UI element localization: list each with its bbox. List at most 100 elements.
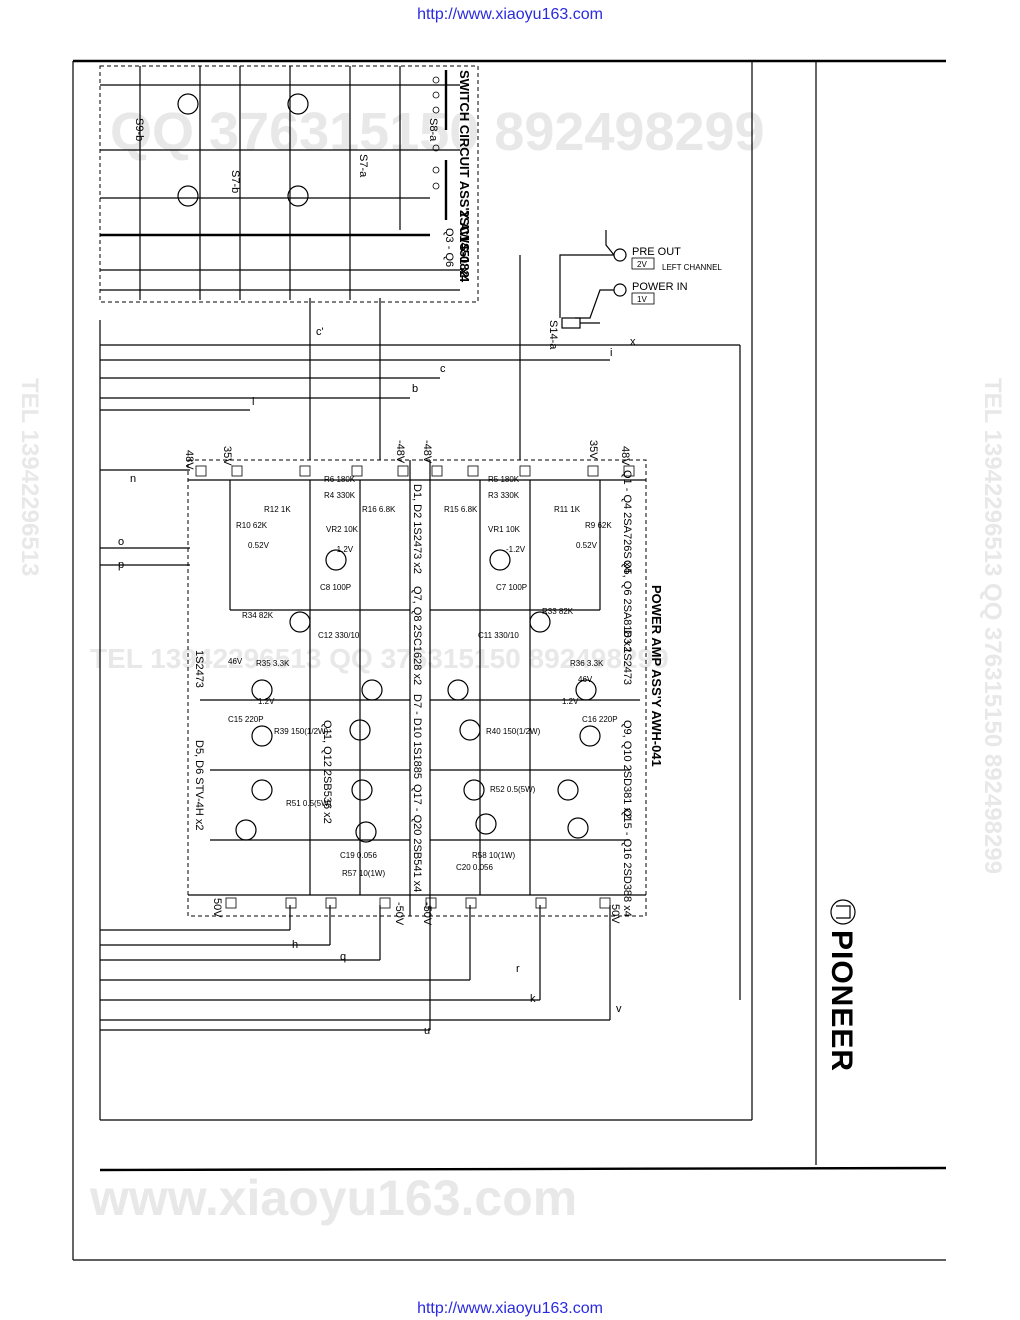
wire-letter: i <box>610 347 612 359</box>
watermark-tel-left: TEL 13942296513 <box>16 378 43 576</box>
switch-s14a <box>561 317 581 329</box>
power-amp-assy: 48V 35V -48V -48V 35V 48V -50V -50V 50V … <box>183 440 664 926</box>
part-note: Q5, Q6 2SA818 x2 <box>621 560 633 652</box>
switch-assy-transistors: Q3 - Q6 <box>443 228 455 267</box>
part-note: Q11, Q12 2SB536 x2 <box>321 720 333 824</box>
component-label: R40 150(1/2W) <box>486 727 541 736</box>
wire-letter: k <box>530 993 536 1005</box>
switch-s14a-label: S14-a <box>547 320 559 350</box>
transistor-q3 <box>287 93 309 115</box>
rail-label: -48V <box>421 440 433 464</box>
watermark-site: www.xiaoyu163.com <box>89 1170 577 1226</box>
component-label: R5 180K <box>488 475 520 484</box>
component-label: R52 0.5(5W) <box>490 785 536 794</box>
component-label: R11 1K <box>554 505 581 514</box>
part-note: D5, D6 STV-4H x2 <box>193 740 205 830</box>
pre-out-label: PRE OUT <box>632 246 681 258</box>
transistor-q18 <box>355 821 377 843</box>
output-jacks: PRE OUT 2V LEFT CHANNEL POWER IN 1V S14-… <box>547 230 722 350</box>
component-label: VR2 10K <box>326 525 359 534</box>
component-label: 0.52V <box>248 541 270 550</box>
wire-letter: o <box>118 536 124 548</box>
power-in-level: 1V <box>637 295 647 304</box>
switch-assy-part-note: 2SC1451 x4 <box>457 210 472 283</box>
transistor-q8 <box>361 679 383 701</box>
part-note: Q9, Q10 2SD381 x2 <box>621 720 633 819</box>
component-label: C11 330/10 <box>478 631 519 640</box>
component-label: 1.2V <box>562 697 579 706</box>
component-label: -1.2V <box>334 545 354 554</box>
component-label: R12 1K <box>264 505 291 514</box>
transistor-q13 <box>567 817 589 839</box>
switch-label-s8a: S8-a <box>427 118 439 142</box>
component-label: R57 10(1W) <box>342 869 385 878</box>
footer-url[interactable]: http://www.xiaoyu163.com <box>417 1300 603 1317</box>
pre-out-level: 2V <box>637 260 647 269</box>
transistor-q4 <box>289 611 311 633</box>
wire-letter: r <box>516 963 520 975</box>
brand-wordmark: PIONEER <box>825 930 858 1072</box>
rail-label: 48V <box>183 450 195 470</box>
component-label: R36 3.3K <box>570 659 604 668</box>
component-label: C20 0.056 <box>456 863 493 872</box>
switch-label-s9b: S9-b <box>133 118 145 141</box>
component-label: R10 62K <box>236 521 268 530</box>
component-label: R58 10(1W) <box>472 851 515 860</box>
transistor-q12 <box>349 719 371 741</box>
transistor-q17 <box>475 813 497 835</box>
rail-label: 35V <box>587 440 599 460</box>
part-note: Q15 - Q16 2SD388 x4 <box>621 808 633 917</box>
header-url[interactable]: http://www.xiaoyu163.com <box>417 6 603 23</box>
part-note: 1S2473 <box>193 650 205 688</box>
transistor-q2 <box>325 549 347 571</box>
switch-assy-title: SWITCH CIRCUIT ASS'Y AWS-082 <box>457 70 472 278</box>
pioneer-logo: PIONEER <box>825 899 858 1072</box>
part-note: Q17 - Q20 2SB541 x4 <box>411 784 423 892</box>
transistor-q3 <box>529 611 551 633</box>
transistor-q20 <box>351 779 373 801</box>
component-label: 46V <box>228 657 243 666</box>
switch-assy-outline <box>99 65 479 303</box>
wire-letter: u <box>424 1025 430 1037</box>
component-label: -1.2V <box>506 545 526 554</box>
component-label: C19 0.056 <box>340 851 377 860</box>
power-in-jack <box>613 283 627 297</box>
rail-label: -48V <box>394 440 406 464</box>
rail-label: 35V <box>221 446 233 466</box>
wire-letter: x <box>630 336 636 348</box>
transistor-q1 <box>489 549 511 571</box>
component-label: R39 150(1/2W) <box>274 727 329 736</box>
rail-label: 50V <box>609 904 621 924</box>
part-note: Q7, Q8 2SC1628 x2 <box>411 586 423 685</box>
wire-letter: c <box>440 363 446 375</box>
switch-label-s7a: S7-a <box>357 154 369 178</box>
wire-letter: v <box>616 1003 622 1015</box>
wire-letter: q <box>340 951 346 963</box>
watermark-tel-right: TEL 13942296513 QQ 376315150 892498299 <box>979 378 1006 874</box>
switch-label-s7b: S7-b <box>229 170 241 193</box>
pre-out-jack <box>613 248 627 262</box>
bottom-rule <box>99 1166 947 1172</box>
transistor-q5 <box>287 185 309 207</box>
transistor-q16 <box>251 779 273 801</box>
rail-label: 50V <box>211 898 223 918</box>
component-label: R3 330K <box>488 491 520 500</box>
component-label: C12 330/10 <box>318 631 360 640</box>
component-label: 0.52V <box>576 541 598 550</box>
component-label: R33 82K <box>542 607 574 616</box>
component-label: R9 62K <box>585 521 612 530</box>
component-label: VR1 10K <box>488 525 521 534</box>
part-note: D7 - D10 1S1885 <box>411 694 423 779</box>
transistor-q14 <box>235 819 257 841</box>
transistor-q7 <box>447 679 469 701</box>
component-label: R6 180K <box>324 475 356 484</box>
pioneer-emblem-icon <box>830 899 856 925</box>
watermark-tel-middle: TEL 13942296513 QQ 376315150 892498299 <box>90 643 669 674</box>
interconnect-wiring <box>99 255 741 1120</box>
power-amp-title: POWER AMP ASS'Y AWH-041 <box>649 585 664 767</box>
component-label: R34 82K <box>242 611 274 620</box>
rail-label: 48V <box>619 446 631 466</box>
component-label: C7 100P <box>496 583 527 592</box>
transistor-q4 <box>177 93 199 115</box>
rail-label: -50V <box>393 902 405 926</box>
